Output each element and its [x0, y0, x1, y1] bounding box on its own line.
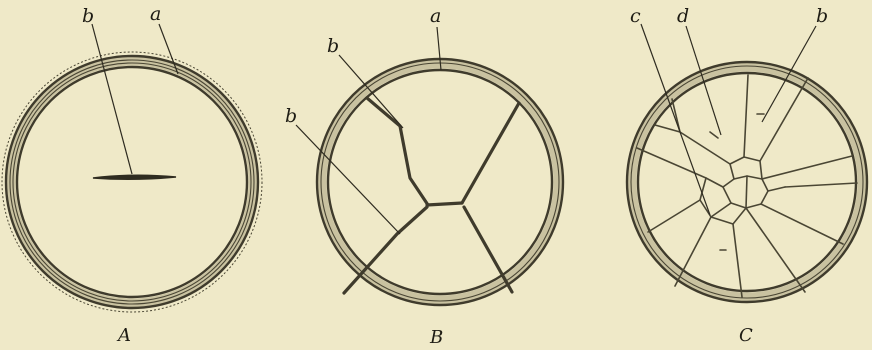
label-b: b — [82, 5, 94, 27]
wall-lower-right — [464, 207, 512, 292]
label-b: b — [327, 35, 339, 57]
cell-plate — [93, 175, 176, 179]
label-d: d — [677, 5, 689, 27]
outer-dashed-membrane — [2, 52, 262, 312]
label-c: c — [630, 5, 641, 27]
caption-b: B — [429, 327, 443, 348]
caption-c: C — [739, 325, 753, 346]
leader-b-c — [762, 26, 816, 122]
wall-upper-left — [367, 98, 428, 205]
cell-wall-a — [11, 61, 253, 303]
wall-upper-right — [462, 103, 519, 203]
figure-b: a b b B — [285, 5, 563, 348]
figure-a: b a A — [2, 3, 262, 346]
label-b: b — [285, 105, 297, 127]
radial-wall — [672, 99, 730, 164]
cell-wall-inner-a — [17, 67, 247, 297]
figure-c: c d b C — [627, 5, 867, 346]
caption-a: A — [116, 325, 131, 346]
leader-b2-b — [296, 125, 400, 234]
label-a: a — [430, 5, 441, 27]
leader-b-a — [92, 24, 132, 174]
label-b: b — [816, 5, 828, 27]
wall-center — [427, 203, 462, 205]
cell-wall-b — [322, 64, 558, 300]
label-a: a — [150, 3, 161, 25]
